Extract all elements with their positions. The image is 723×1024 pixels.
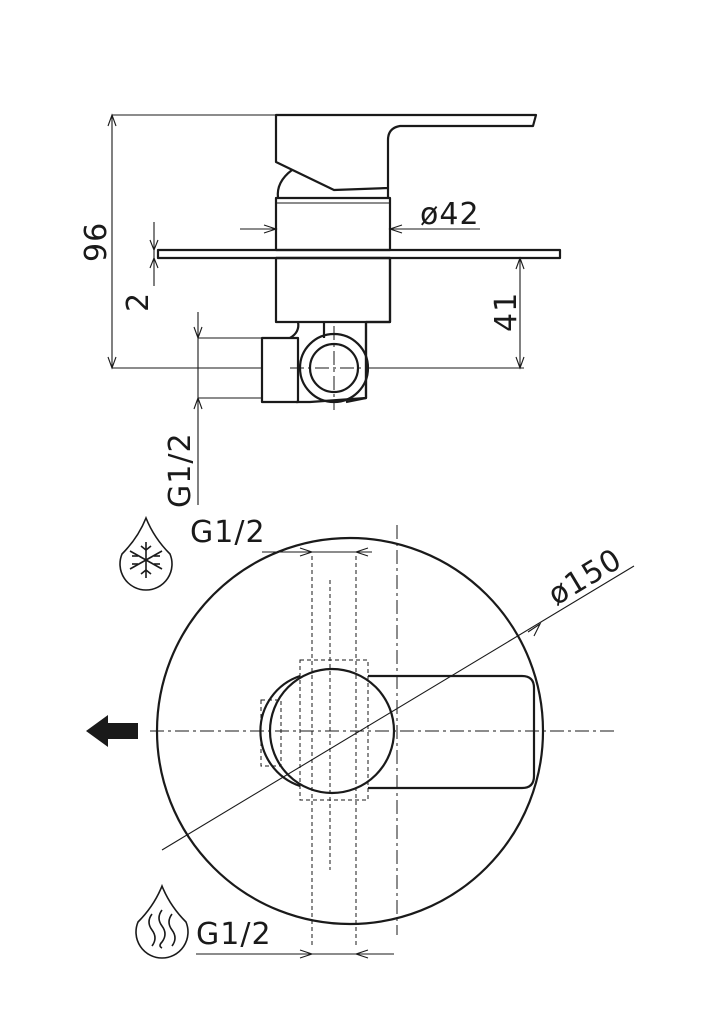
knob-outer [268,667,396,795]
wall-plate [156,248,562,260]
dim-hot-g12: G1/2 [196,917,272,952]
dim-diameter-42: ø42 [420,197,480,232]
valve-body [276,256,392,404]
dim-height-96: 96 [79,222,114,262]
side-view: 96 2 ø42 41 G1/2 [79,113,562,508]
steam-drop-icon [135,883,189,959]
arrow-left-icon [86,715,138,747]
dim-plate-150: ø150 [542,542,628,613]
lever-handle [274,113,538,192]
dim-cold-g12: G1/2 [190,515,266,550]
snowflake-drop-icon [119,515,173,591]
cartridge-cap [274,196,392,252]
dim-side-g12: G1/2 [163,432,198,508]
dim-depth-41: 41 [489,292,524,332]
lever-front [368,674,536,790]
front-view: G1/2 ø150 G1/2 [150,515,635,959]
dim-plate-2: 2 [121,292,156,312]
